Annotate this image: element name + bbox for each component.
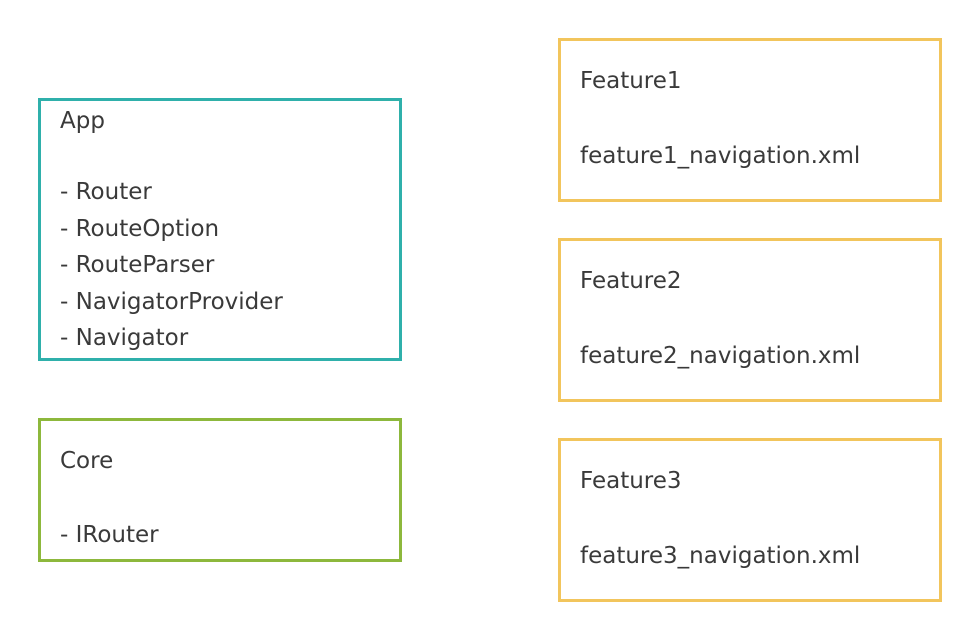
feature1-module-box: Feature1 feature1_navigation.xml — [558, 38, 942, 202]
app-component-item: - RouteOption — [60, 215, 220, 242]
app-component-item: - RouteParser — [60, 252, 215, 278]
feature3-navigation-file: feature3_navigation.xml — [580, 543, 861, 569]
core-module-title: Core — [60, 448, 114, 474]
core-module-box: Core - IRouter — [38, 418, 402, 562]
feature2-module-box: Feature2 feature2_navigation.xml — [558, 238, 942, 402]
app-module-box: App - Router - RouteOption - RouteParser… — [38, 98, 402, 361]
app-module-title: App — [60, 108, 105, 134]
feature3-module-box: Feature3 feature3_navigation.xml — [558, 438, 942, 602]
app-component-item: - Navigator — [60, 325, 189, 351]
app-component-item: - NavigatorProvider — [60, 288, 283, 315]
app-component-list: - Router - RouteOption - RouteParser - N… — [60, 174, 283, 357]
feature1-title: Feature1 — [580, 68, 682, 94]
core-component-list: - IRouter — [60, 517, 159, 554]
app-component-item: - Router — [60, 179, 152, 205]
feature2-title: Feature2 — [580, 268, 682, 294]
core-component-item: - IRouter — [60, 522, 159, 548]
feature3-title: Feature3 — [580, 468, 682, 494]
feature2-navigation-file: feature2_navigation.xml — [580, 343, 861, 369]
feature1-navigation-file: feature1_navigation.xml — [580, 143, 861, 169]
